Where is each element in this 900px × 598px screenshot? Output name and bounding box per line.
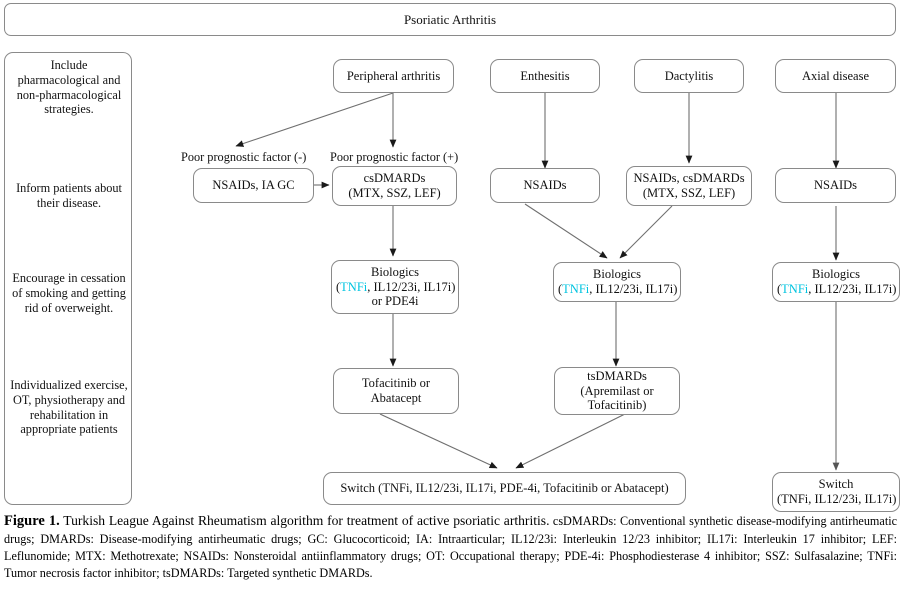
node-nsaids-ia-gc: NSAIDs, IA GC	[193, 168, 314, 203]
node-biologics-peripheral-line2: (TNFi, IL12/23i, IL17i)	[336, 279, 456, 295]
diagram-title-box: Psoriatic Arthritis	[4, 3, 896, 36]
biologics-axial-rest: , IL12/23i, IL17i)	[808, 282, 897, 296]
node-nsaids-csdmards-line1: NSAIDs, csDMARDs	[633, 171, 745, 186]
node-biologics-axial-line1: Biologics	[812, 267, 860, 282]
node-nsaids-axial-label: NSAIDs	[813, 178, 858, 193]
node-nsaids-enthesitis: NSAIDs	[490, 168, 600, 203]
node-biologics-peripheral: Biologics (TNFi, IL12/23i, IL17i) or PDE…	[331, 260, 459, 314]
paren-open: (	[558, 282, 563, 296]
paren-open: (	[336, 279, 341, 294]
node-biologics-axial: Biologics (TNFi, IL12/23i, IL17i)	[772, 262, 900, 302]
node-nsaids-csdmards-dactylitis: NSAIDs, csDMARDs (MTX, SSZ, LEF)	[626, 166, 752, 206]
node-switch-main: Switch (TNFi, IL12/23i, IL17i, PDE-4i, T…	[323, 472, 686, 505]
node-switch-axial-line2: (TNFi, IL12/23i, IL17i)	[777, 492, 897, 506]
node-tofacitinib-line2: Abatacept	[370, 391, 422, 405]
biologics-mid-rest: , IL12/23i, IL17i)	[589, 282, 678, 296]
node-nsaids-ia-gc-label: NSAIDs, IA GC	[212, 178, 295, 193]
label-poor-prognostic-negative: Poor prognostic factor (-)	[181, 150, 307, 164]
node-nsaids-axial: NSAIDs	[775, 168, 896, 203]
node-csdmards-line2: (MTX, SSZ, LEF)	[348, 186, 441, 200]
caption-lead-text: Turkish League Against Rheumatism algori…	[59, 513, 550, 528]
figure-caption: Figure 1. Turkish League Against Rheumat…	[4, 512, 897, 581]
node-switch-axial-line1: Switch	[818, 477, 854, 492]
node-peripheral-arthritis-label: Peripheral arthritis	[346, 68, 441, 83]
node-peripheral-arthritis: Peripheral arthritis	[333, 59, 454, 93]
node-axial-disease-label: Axial disease	[802, 68, 869, 83]
node-tofacitinib-abatacept: Tofacitinib or Abatacept	[333, 368, 459, 414]
tnfi-accent-text: TNFi	[781, 282, 809, 296]
sidebar-segment-smoking: Encourage in cessation of smoking and ge…	[12, 271, 126, 315]
node-biologics-mid-line2: (TNFi, IL12/23i, IL17i)	[558, 282, 678, 297]
node-biologics-peripheral-line1: Biologics	[371, 264, 419, 279]
node-axial-disease: Axial disease	[775, 59, 896, 93]
node-biologics-enthesitis-dactylitis: Biologics (TNFi, IL12/23i, IL17i)	[553, 262, 681, 302]
node-dactylitis-label: Dactylitis	[664, 68, 714, 83]
sidebar-segment-exercise: Individualized exercise, OT, physiothera…	[10, 378, 128, 437]
node-biologics-axial-line2: (TNFi, IL12/23i, IL17i)	[777, 282, 897, 297]
patient-guidance-panel: Include pharmacological and non-pharmaco…	[4, 52, 132, 505]
node-csdmards-line1: csDMARDs	[363, 171, 426, 186]
node-tsdmards-line2: (Apremilast or	[580, 383, 654, 398]
node-nsaids-enthesitis-label: NSAIDs	[523, 178, 567, 193]
caption-figure-number: Figure 1.	[4, 513, 60, 529]
node-nsaids-csdmards-line2: (MTX, SSZ, LEF)	[642, 186, 736, 200]
node-tofacitinib-line1: Tofacitinib or	[361, 376, 431, 391]
sidebar-segment-inform: Inform patients about their disease.	[16, 181, 122, 210]
paren-open: (	[777, 282, 782, 296]
tnfi-accent-text: TNFi	[340, 279, 368, 294]
node-csdmards: csDMARDs (MTX, SSZ, LEF)	[332, 166, 457, 206]
node-biologics-peripheral-line3: or PDE4i	[371, 294, 419, 309]
node-tsdmards: tsDMARDs (Apremilast or Tofacitinib)	[554, 367, 680, 415]
node-tsdmards-line3: Tofacitinib)	[587, 398, 647, 413]
node-biologics-mid-line1: Biologics	[593, 267, 641, 282]
sidebar-segment-strategies: Include pharmacological and non-pharmaco…	[16, 58, 122, 117]
node-dactylitis: Dactylitis	[634, 59, 744, 93]
node-switch-main-label: Switch (TNFi, IL12/23i, IL17i, PDE-4i, T…	[340, 481, 669, 496]
caption-abbreviations: csDMARDs: Conventional synthetic disease…	[4, 514, 897, 580]
node-tsdmards-line1: tsDMARDs	[587, 368, 647, 383]
node-switch-axial: Switch (TNFi, IL12/23i, IL17i)	[772, 472, 900, 512]
node-enthesitis: Enthesitis	[490, 59, 600, 93]
tnfi-accent-text: TNFi	[562, 282, 590, 296]
label-poor-prognostic-positive: Poor prognostic factor (+)	[330, 150, 459, 164]
node-enthesitis-label: Enthesitis	[520, 68, 570, 83]
biologics-peripheral-rest: , IL12/23i, IL17i)	[367, 279, 456, 294]
diagram-title-text: Psoriatic Arthritis	[403, 11, 497, 27]
